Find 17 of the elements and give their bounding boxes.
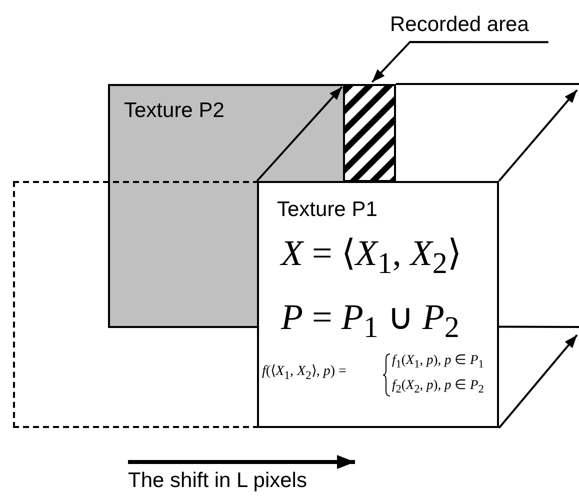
formula: f$_{2}$(X$_{2}$, p), p ∈ P$_{2}$ xyxy=(392,378,484,396)
caption-text: The shift in L pixels xyxy=(128,470,307,491)
arrow xyxy=(498,334,578,429)
formula: P = P$_{1}$ ∪ P$_{2}$ xyxy=(281,299,460,344)
texture-box xyxy=(108,84,257,328)
box-title: Texture P2 xyxy=(124,100,224,121)
formula: f$_{1}$(X$_{1}$, p), p ∈ P$_{1}$ xyxy=(392,353,484,371)
callout-text: Recorded area xyxy=(390,14,529,35)
box-title: Texture P1 xyxy=(277,199,378,220)
texture-box xyxy=(257,181,499,428)
connector-line xyxy=(396,83,579,85)
leader-line xyxy=(371,41,548,83)
hatched-area xyxy=(343,84,396,182)
formula: X = ⟨X$_{1}$, X$_{2}$⟩ xyxy=(281,235,462,280)
arrow xyxy=(498,89,578,182)
formula: f(⟨X$_{1}$, X$_{2}$⟩, p) = xyxy=(262,365,346,382)
connector-line xyxy=(499,326,579,328)
